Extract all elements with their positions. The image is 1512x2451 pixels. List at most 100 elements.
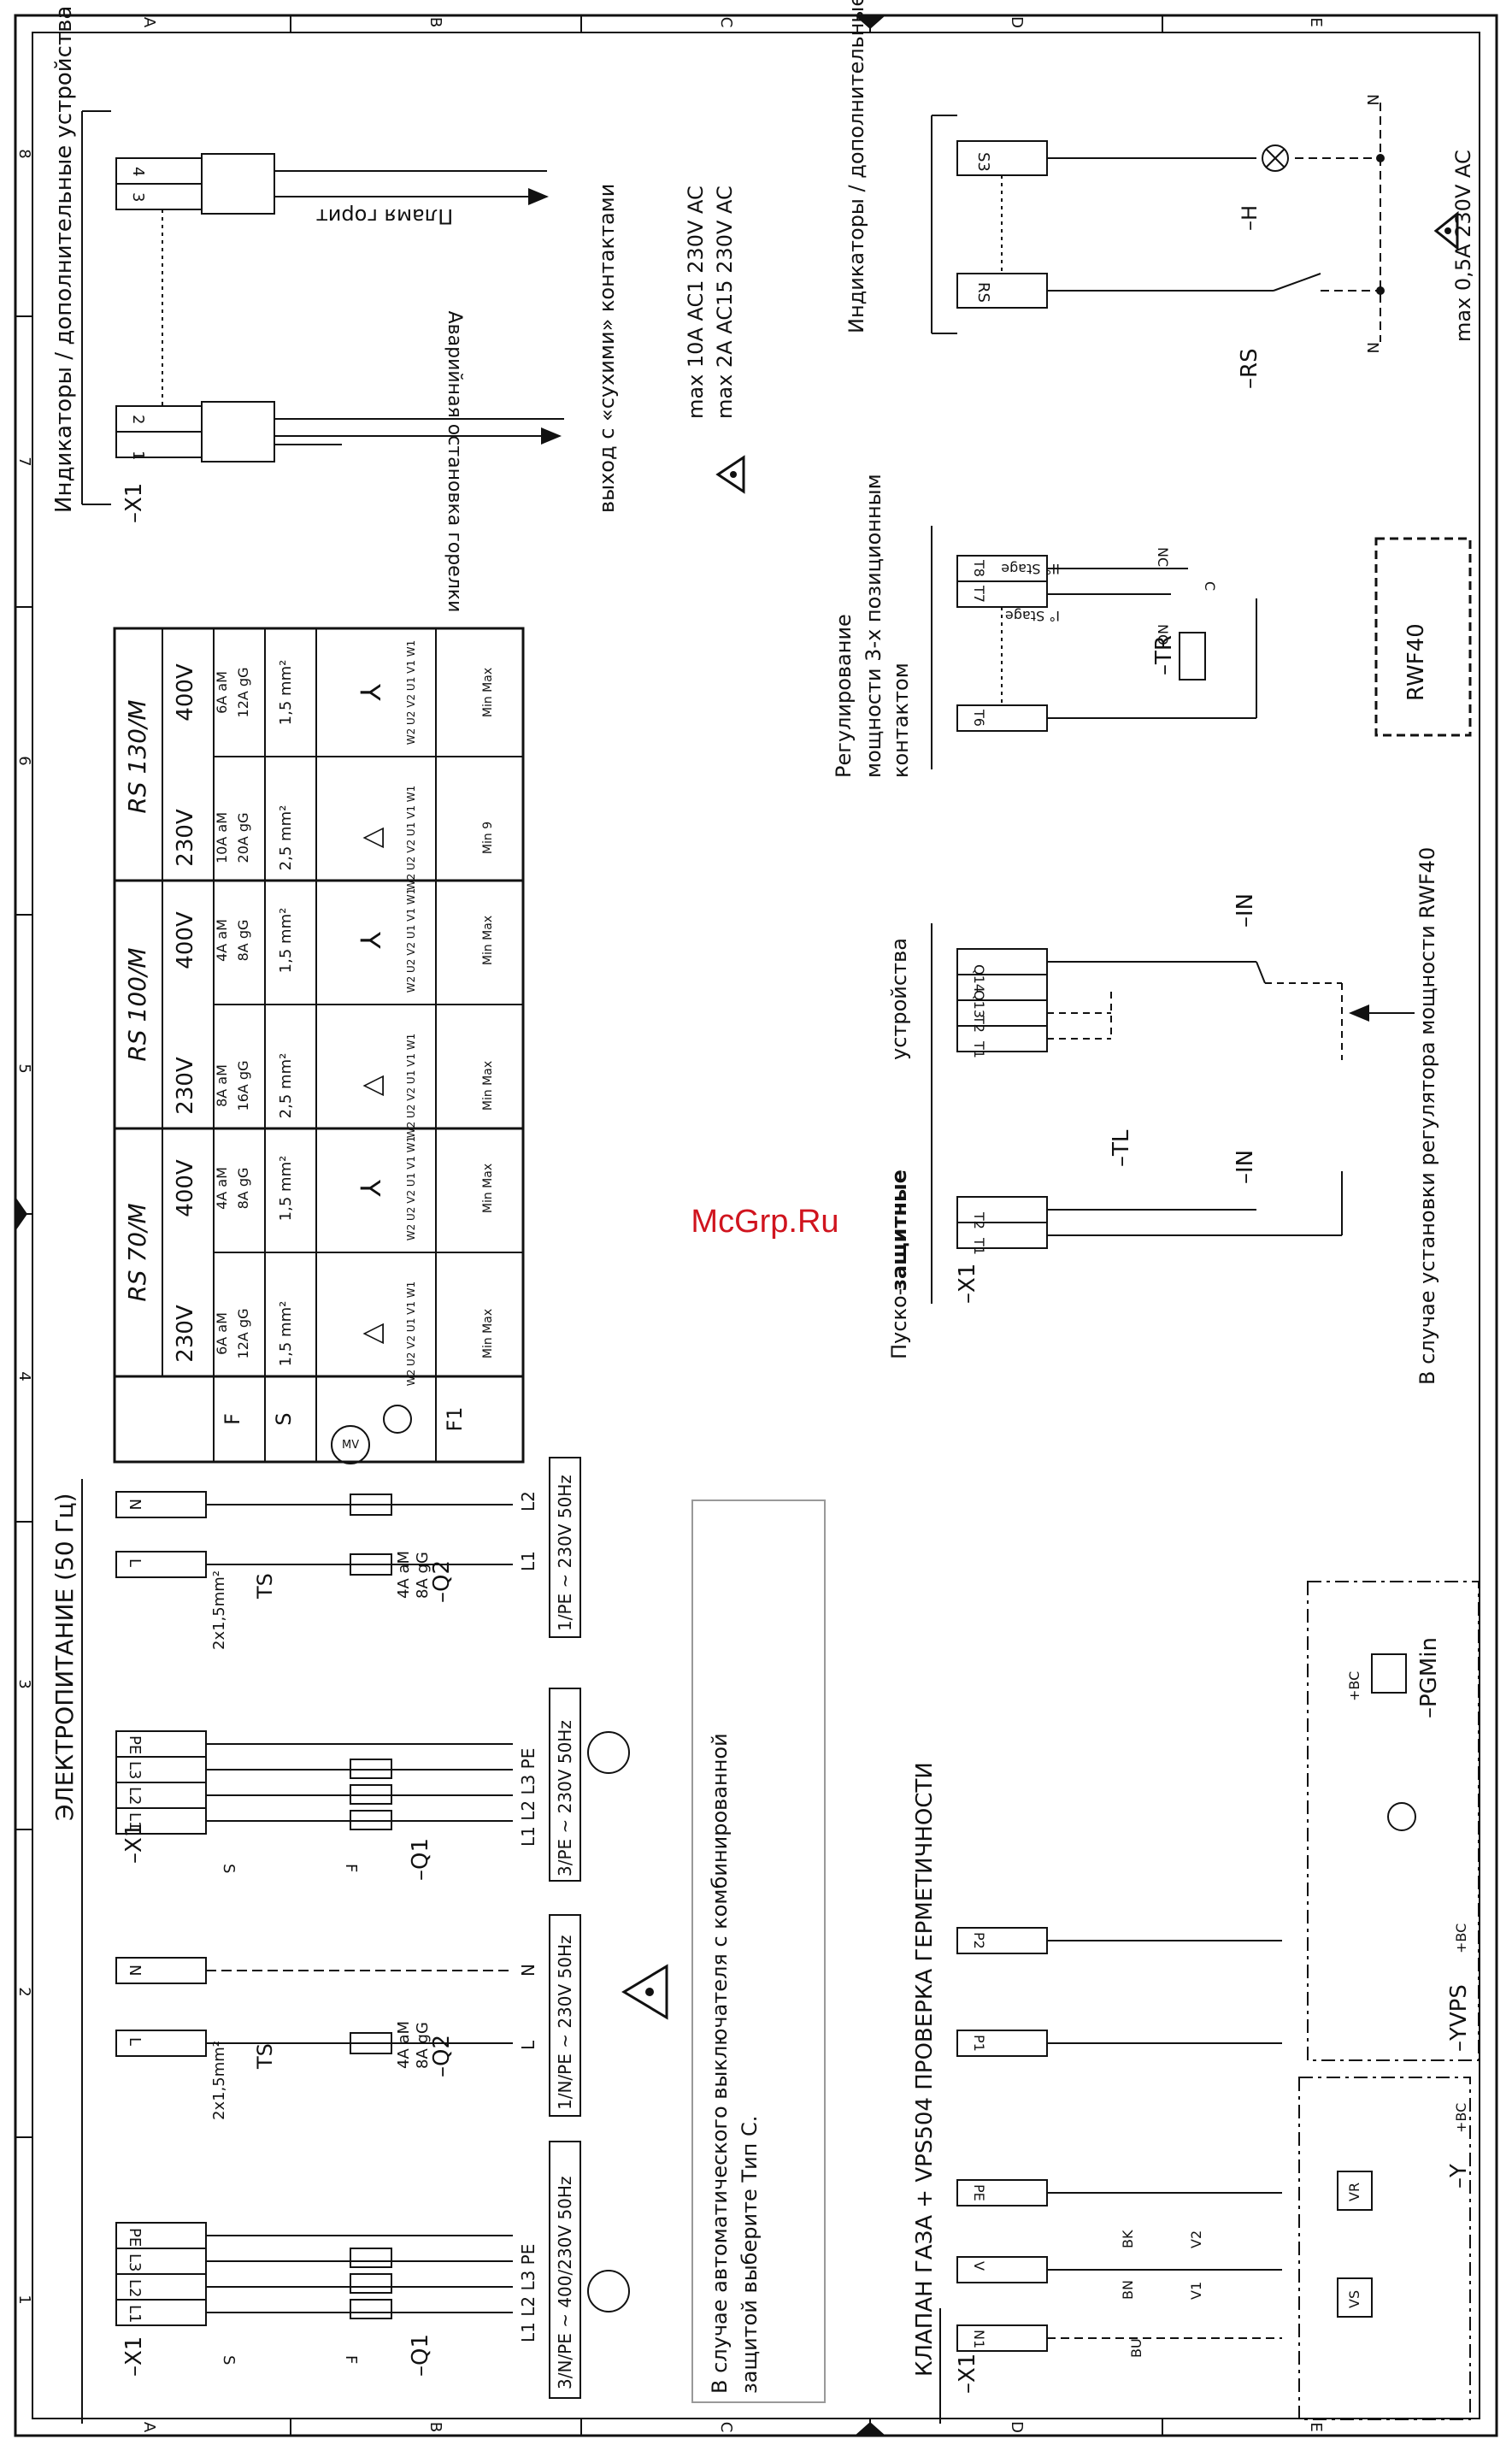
term-b-l: L (126, 2037, 144, 2046)
term-t7: T7 (971, 585, 987, 603)
motor-delta-icon-c (587, 1731, 630, 1774)
row-letter-bottom-b: B (427, 2422, 444, 2432)
table-cell-rel: Min Max (481, 1061, 495, 1111)
term-ind-1: 1 (129, 451, 147, 460)
ts-label-b: TS (253, 2043, 277, 2070)
table-cell-terminals: W2 U2 V2 U1 V1 W1 (405, 640, 417, 745)
signal-rating: max 0,5A 230V AC (1451, 150, 1475, 342)
net-box-a (549, 2141, 581, 2399)
table-cell-f1: 10A aM (214, 812, 230, 863)
protect-title-a: Пуско- (887, 1288, 911, 1359)
bus-3ph-a: L1 L2 L3 PE (518, 2244, 538, 2342)
row-letter-bottom-e: E (1307, 2422, 1325, 2431)
table-cell-rel: Min 9 (481, 822, 495, 854)
row-letter-top-a: A (140, 17, 158, 28)
table-cell-f1: 6A aM (214, 1312, 230, 1355)
term-t2-a: T2 (971, 1211, 987, 1229)
table-cell-f2: 16A gG (235, 1061, 251, 1111)
table-cell-terminals: W2 U2 V2 U1 V1 W1 (405, 888, 417, 993)
modulation-title-2: мощности 3-х позиционным (862, 474, 885, 778)
col-number-5: 5 (15, 1063, 33, 1073)
wire-bu: BU (1128, 2338, 1144, 2358)
gas-x1: –X1 (955, 2354, 980, 2394)
fuse-b-2: 8A gG (414, 2022, 432, 2069)
term-a-l1: L1 (126, 2305, 144, 2323)
row-letter-top-d: D (1008, 16, 1026, 28)
table-cell-rel: Min Max (481, 668, 495, 717)
in-label-1: –IN (1233, 1150, 1258, 1184)
col-number-2: 2 (15, 1987, 33, 1996)
q2-label-b: –Q2 (429, 2035, 455, 2077)
table-cell-conn: △ (355, 1075, 387, 1096)
term-t8: T8 (971, 559, 987, 577)
model-rs100: RS 100/M (123, 947, 151, 1061)
gas-term-v: V (971, 2261, 987, 2271)
model-table (113, 627, 525, 1464)
ts-label-d: TS (253, 1573, 277, 1600)
motor-icon (331, 1405, 412, 1464)
table-cell-terminals: W2 U2 V2 U1 V1 W1 (405, 786, 417, 891)
table-cell-terminals: W2 U2 V2 U1 V1 W1 (405, 1281, 417, 1387)
contact-no: NO (1155, 624, 1171, 645)
net-box-b (549, 1914, 581, 2117)
rwf40-box (1374, 537, 1472, 737)
term-c-pe: PE (126, 1735, 144, 1754)
breaker-warning-line2: защитой выберите Тип C. (738, 2116, 762, 2394)
row-letter-top-b: B (427, 17, 444, 27)
tr-label: –TR (1151, 635, 1177, 675)
row-letter-bottom-d: D (1008, 2421, 1026, 2433)
wire-v1: V1 (1188, 2282, 1204, 2300)
bus-3ph-c: L1 L2 L3 PE (518, 1748, 538, 1847)
s-label-c: S (220, 1864, 238, 1873)
neutral-top: N (1363, 94, 1381, 105)
term-t1-b: T1 (971, 1040, 987, 1058)
table-cell-s: 1,5 mm² (277, 1301, 295, 1367)
q2-label-d: –Q2 (429, 1560, 455, 1603)
indicators-left-title: Индикаторы / дополнительные устройства (51, 6, 77, 513)
net-label-b: 1/N/PE ~ 230V 50Hz (555, 1935, 575, 2110)
lockout-output-label: Аварийная остановка горелки (444, 311, 465, 613)
f-label-a: F (342, 2355, 360, 2364)
rwf40-note: В случае установки регулятора мощности R… (1415, 847, 1439, 1385)
table-cell-conn: △ (355, 1323, 387, 1344)
contact-rating-2: max 2A AC15 230V AC (713, 186, 737, 419)
col-number-6: 6 (15, 756, 33, 765)
bus-d-l1: L1 (518, 1551, 538, 1571)
tl-label: –TL (1109, 1129, 1134, 1167)
breaker-warning-line1: В случае автоматического выключателя с к… (708, 1733, 732, 2394)
table-cell-v: 400V (173, 663, 198, 722)
term-c-l2: L2 (126, 1787, 144, 1805)
motor-star-icon-a (587, 2270, 630, 2313)
s-label-a: S (220, 2355, 238, 2365)
table-cell-s: 2,5 mm² (277, 1053, 295, 1119)
modulation-title-3: контактом (889, 663, 913, 778)
indicators-left-x1: –X1 (121, 483, 147, 523)
row-letter-bottom-a: A (140, 2422, 158, 2433)
table-cell-terminals: W2 U2 V2 U1 V1 W1 (405, 1136, 417, 1241)
gas-title: КЛАПАН ГАЗА + VPS504 ПРОВЕРКА ГЕРМЕТИЧНО… (912, 1762, 938, 2377)
wire-v2: V2 (1188, 2230, 1204, 2248)
protect-title-b: защитные (887, 1170, 911, 1291)
table-cell-f2: 8A gG (235, 1168, 251, 1210)
gas-term-p2: P2 (971, 1932, 987, 1949)
term-q14: Q14 (971, 964, 987, 993)
table-cell-s: 1,5 mm² (277, 908, 295, 974)
table-cell-f2: 12A gG (235, 668, 251, 718)
protect-strip (956, 948, 1343, 1249)
model-rs130: RS 130/M (123, 699, 151, 813)
wire-bk: BK (1120, 2230, 1136, 2248)
term-q13: Q13 (971, 990, 987, 1018)
term-d-n: N (126, 1499, 144, 1510)
table-cell-s: 2,5 mm² (277, 805, 295, 871)
flame-output-label: Пламя горит (316, 204, 453, 228)
table-cell-conn: ⅄ (355, 1180, 387, 1198)
rwf40-label: RWF40 (1403, 623, 1429, 701)
table-cell-rel: Min Max (481, 1309, 495, 1358)
modulation-strip (956, 555, 1257, 732)
col-number-8: 8 (15, 149, 33, 158)
q1-label-c: –Q1 (408, 1838, 433, 1881)
warning-icon (715, 455, 745, 494)
net-box-c (549, 1688, 581, 1882)
term-a-l2: L2 (126, 2279, 144, 2297)
supply-title: ЭЛЕКТРОПИТАНИЕ (50 Гц) (50, 1493, 79, 1821)
